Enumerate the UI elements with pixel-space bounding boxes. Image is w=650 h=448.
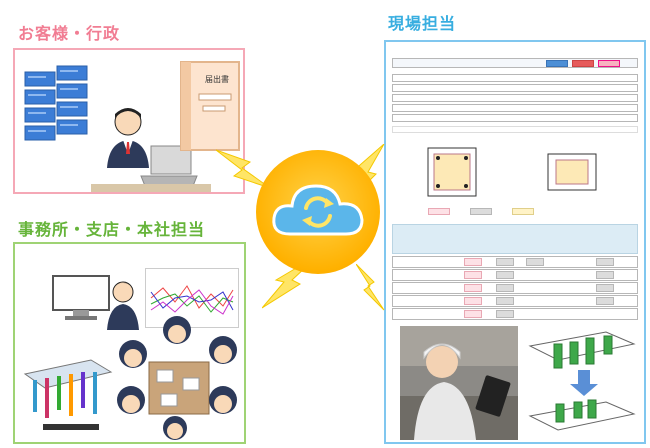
table-input-gray[interactable]	[596, 258, 614, 266]
table-input-gray[interactable]	[496, 258, 514, 266]
form-button-blue[interactable]	[546, 60, 568, 67]
form-input-row-1[interactable]	[392, 74, 638, 82]
table-input-gray[interactable]	[596, 297, 614, 305]
form-input-row-5[interactable]	[392, 114, 638, 122]
customer-admin-label: お客様・行政	[18, 24, 121, 43]
table-input-gray[interactable]	[596, 284, 614, 292]
column-section-diagram-right	[547, 153, 597, 191]
site-staff-label: 現場担当	[388, 14, 457, 33]
monitor-icon	[52, 275, 110, 320]
form-input-row-4[interactable]	[392, 104, 638, 112]
office-worker-icon	[107, 108, 149, 168]
typing-worker-icon	[107, 281, 139, 330]
table-row	[392, 256, 638, 268]
table-input-gray[interactable]	[596, 271, 614, 279]
table-input-pink[interactable]	[464, 284, 482, 292]
column-section-diagram-left	[427, 147, 477, 197]
arrow-down-icon	[570, 370, 598, 396]
cloud-sync-icon	[272, 184, 364, 236]
3d-rebar-model-icon	[528, 331, 636, 431]
table-row	[392, 282, 638, 294]
table-input-pink[interactable]	[464, 258, 482, 266]
meeting-group-icon	[117, 316, 237, 440]
form-input-row-3[interactable]	[392, 94, 638, 102]
lightning-icon	[262, 254, 321, 309]
lightning-icon	[356, 264, 385, 311]
table-input-gray[interactable]	[496, 297, 514, 305]
desk-icon	[91, 184, 211, 192]
table-input-gray[interactable]	[526, 258, 544, 266]
form-input-row-2[interactable]	[392, 84, 638, 92]
table-input-pink[interactable]	[464, 310, 482, 318]
inspection-table-rows	[392, 256, 638, 322]
inspection-table-header	[392, 224, 638, 254]
table-input-gray[interactable]	[496, 271, 514, 279]
3d-rebar-model-icon	[23, 359, 113, 430]
rebar-inspection-form	[392, 52, 638, 322]
legend-swatch-pink	[428, 208, 450, 215]
table-input-pink[interactable]	[464, 271, 482, 279]
table-input-gray[interactable]	[496, 310, 514, 318]
document-title: 届出書	[205, 75, 229, 84]
form-button-red[interactable]	[572, 60, 594, 67]
form-button-pink[interactable]	[598, 60, 620, 67]
table-input-gray[interactable]	[496, 284, 514, 292]
line-chart-icon	[145, 268, 239, 328]
table-row	[392, 269, 638, 281]
customer-admin-panel: 届出書	[13, 48, 245, 194]
office-branch-hq-panel	[13, 242, 246, 444]
table-row	[392, 295, 638, 307]
table-row	[392, 308, 638, 320]
server-icon	[24, 65, 88, 141]
form-header-bar	[392, 58, 638, 68]
legend-swatch-yellow	[512, 208, 534, 215]
table-input-pink[interactable]	[464, 297, 482, 305]
tablet-worker-photo	[400, 326, 518, 440]
legend-swatch-gray	[470, 208, 492, 215]
form-checkbox-row[interactable]	[392, 126, 638, 133]
office-branch-hq-label: 事務所・支店・本社担当	[18, 220, 206, 239]
document-icon	[180, 61, 240, 151]
